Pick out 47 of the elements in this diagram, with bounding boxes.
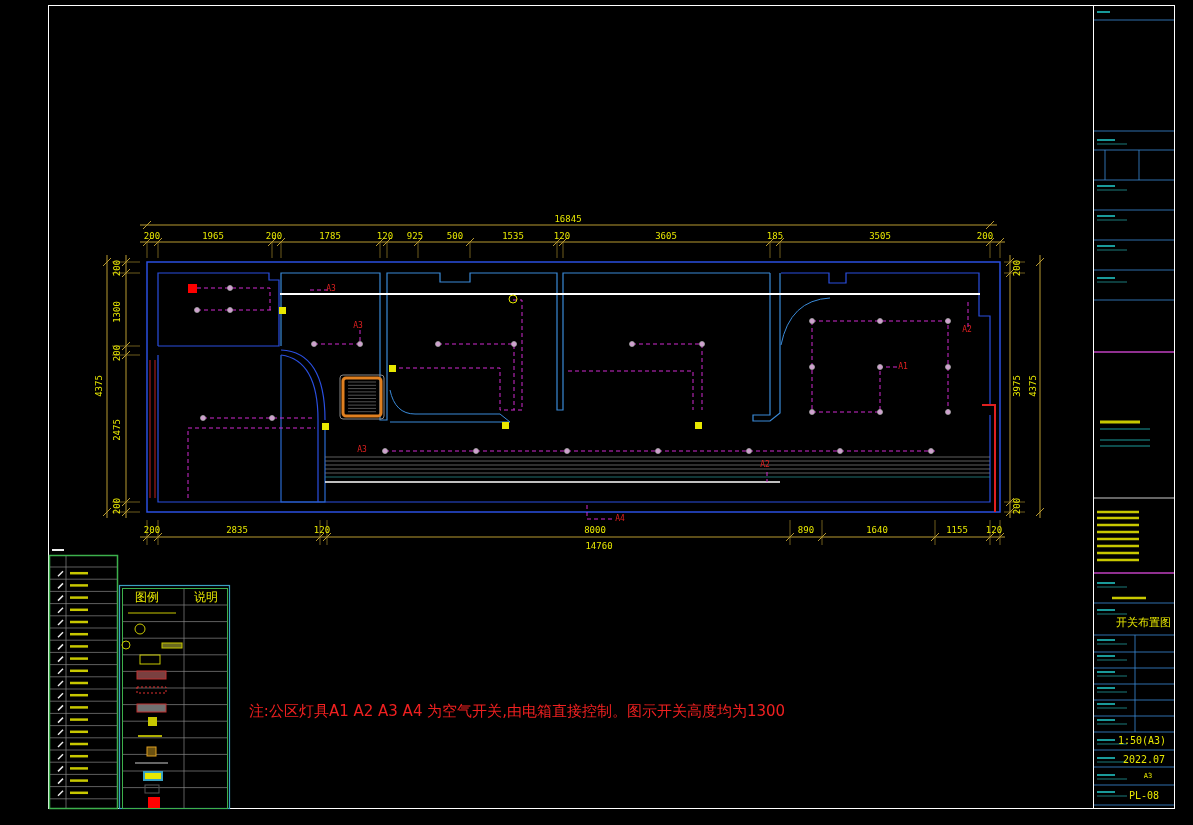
dimension-label: 200 bbox=[1012, 497, 1022, 515]
dimension-label: 3975 bbox=[1012, 375, 1022, 397]
dimension-label: 2475 bbox=[112, 419, 122, 441]
dimension-label: 2835 bbox=[226, 525, 248, 535]
dimension-label: 1535 bbox=[502, 231, 524, 241]
dimension-label: 925 bbox=[406, 231, 424, 241]
circuit-label: A2 bbox=[962, 326, 972, 334]
dimension-label: 1155 bbox=[946, 525, 968, 535]
drawing-number: PL-08 bbox=[1128, 791, 1160, 801]
dimension-label: 1640 bbox=[866, 525, 888, 535]
table-header: 图例 bbox=[135, 591, 159, 603]
dimension-label: 200 bbox=[112, 497, 122, 515]
dimension-label: 120 bbox=[985, 525, 1003, 535]
date-text: 2022.07 bbox=[1122, 755, 1166, 765]
dimension-label: 8000 bbox=[584, 525, 606, 535]
dimension-label: 16845 bbox=[554, 214, 582, 224]
dimension-label: 200 bbox=[976, 231, 994, 241]
dimension-label: 200 bbox=[143, 231, 161, 241]
dimension-label: 890 bbox=[797, 525, 815, 535]
dimension-label: 200 bbox=[112, 259, 122, 277]
circuit-label: A3 bbox=[353, 322, 363, 330]
dimension-label: 200 bbox=[1012, 259, 1022, 277]
circuit-label: A4 bbox=[615, 515, 625, 523]
scale-text: 1:50(A3) bbox=[1117, 736, 1167, 746]
circuit-label: A1 bbox=[898, 363, 908, 371]
dimension-label: 3505 bbox=[869, 231, 891, 241]
dimension-label: 1965 bbox=[202, 231, 224, 241]
dimension-label: 4375 bbox=[94, 375, 104, 397]
dimension-label: 200 bbox=[143, 525, 161, 535]
dimension-label: 4375 bbox=[1028, 375, 1038, 397]
circuit-label: A3 bbox=[357, 446, 367, 454]
dimension-label: 120 bbox=[553, 231, 571, 241]
table-header: 说明 bbox=[194, 591, 218, 603]
dimension-label: 185 bbox=[766, 231, 784, 241]
dimension-label: 1785 bbox=[319, 231, 341, 241]
drawing-title: 开关布置图 bbox=[1115, 616, 1171, 628]
dimension-label: 14760 bbox=[585, 541, 613, 551]
circuit-label: A2 bbox=[760, 461, 770, 469]
dimension-label: 120 bbox=[376, 231, 394, 241]
dimension-label: 200 bbox=[112, 344, 122, 362]
note-text: 注:公区灯具A1 A2 A3 A4 为空气开关,由电箱直接控制。图示开关高度均为1300 bbox=[248, 703, 786, 719]
dimension-label: 1300 bbox=[112, 301, 122, 323]
dimension-label: 120 bbox=[313, 525, 331, 535]
circuit-label: A3 bbox=[326, 285, 336, 293]
dimension-label: 200 bbox=[265, 231, 283, 241]
dimension-label: 3605 bbox=[655, 231, 677, 241]
dimension-label: 500 bbox=[446, 231, 464, 241]
